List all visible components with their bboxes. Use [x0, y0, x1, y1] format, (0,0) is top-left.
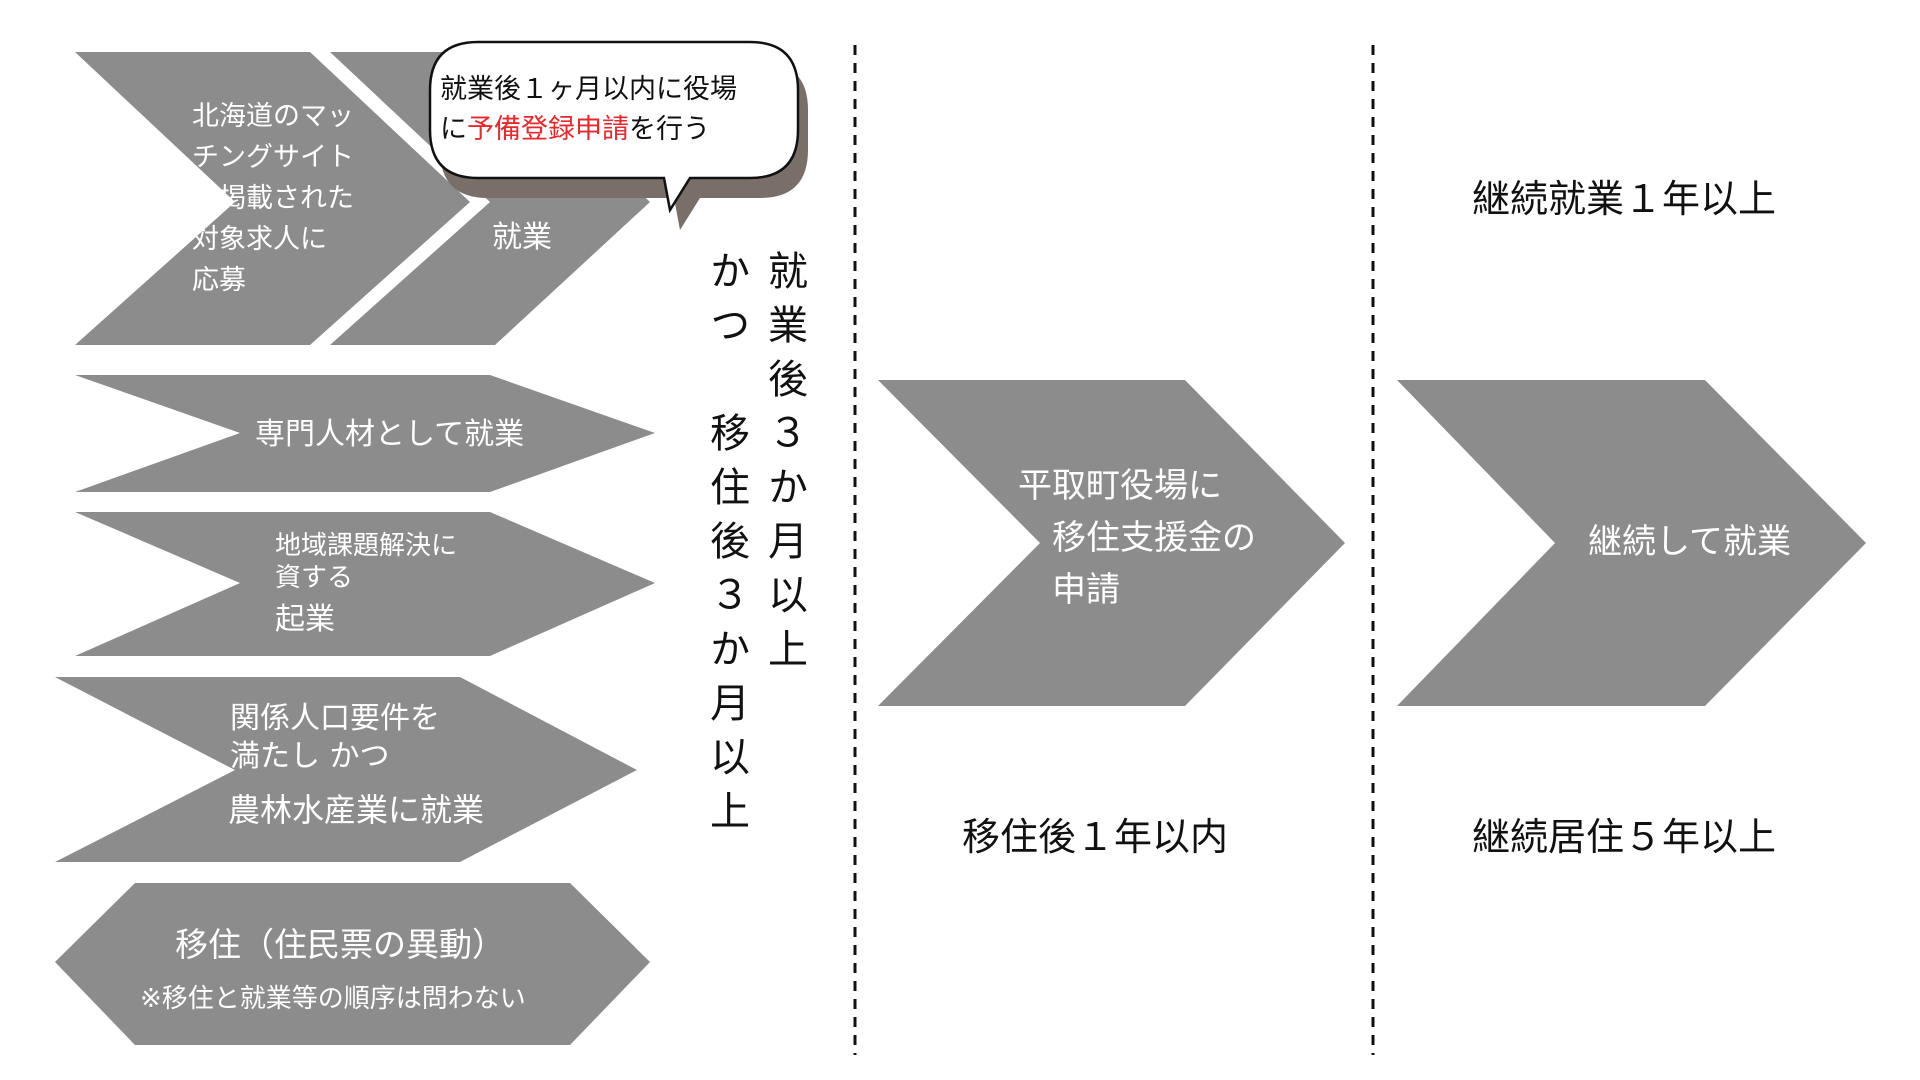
bubble-text: 就業後１ヶ月以内に役場 に予備登録申請を行う — [440, 70, 790, 150]
agri-chevron — [55, 677, 637, 862]
agri-label-bottom: 農林水産業に就業 — [228, 791, 485, 829]
bubble-line2: に予備登録申請を行う — [440, 110, 790, 150]
condition-residence: かつ 移住後３か月以上 — [703, 250, 749, 844]
speech-bubble — [428, 40, 808, 230]
migrate-note: ※移住と就業等の順序は問わない — [140, 984, 526, 1014]
continue-chevron — [1397, 380, 1866, 706]
subsidy-chevron — [878, 380, 1345, 706]
continue-work-condition: 継続就業１年以上 — [1472, 177, 1777, 221]
subsidy-label: 平取町役場に 移住支援金の 申請 — [1018, 466, 1256, 610]
bubble-line2-suffix: を行う — [629, 114, 710, 145]
continue-residence-condition: 継続居住５年以上 — [1472, 815, 1777, 859]
migrate-title: 移住（住民票の異動） — [175, 925, 505, 964]
condition-employment: 就業後３か月以上 — [761, 250, 807, 682]
apply-chevron — [75, 52, 470, 345]
bubble-highlight: 予備登録申請 — [467, 114, 629, 145]
agri-label-top: 関係人口要件を 満たし かつ — [230, 701, 440, 774]
continue-work-label: 継続して就業 — [1588, 522, 1791, 562]
specialist-chevron — [75, 375, 655, 492]
startup-label-bottom: 起業 — [275, 602, 335, 637]
bubble-line1: 就業後１ヶ月以内に役場 — [440, 74, 737, 105]
migrate-hexagon — [55, 883, 650, 1045]
specialist-label: 専門人材として就業 — [255, 417, 525, 452]
startup-chevron — [75, 512, 655, 656]
employ-step-label: 就業 — [492, 220, 552, 255]
deadline-label: 移住後１年以内 — [962, 815, 1229, 859]
apply-step-label: 北海道のマッ チングサイト に掲載された 対象求人に 応募 — [192, 101, 354, 296]
bubble-line2-prefix: に — [440, 114, 467, 145]
startup-label-top: 地域課題解決に 資する — [275, 531, 458, 593]
